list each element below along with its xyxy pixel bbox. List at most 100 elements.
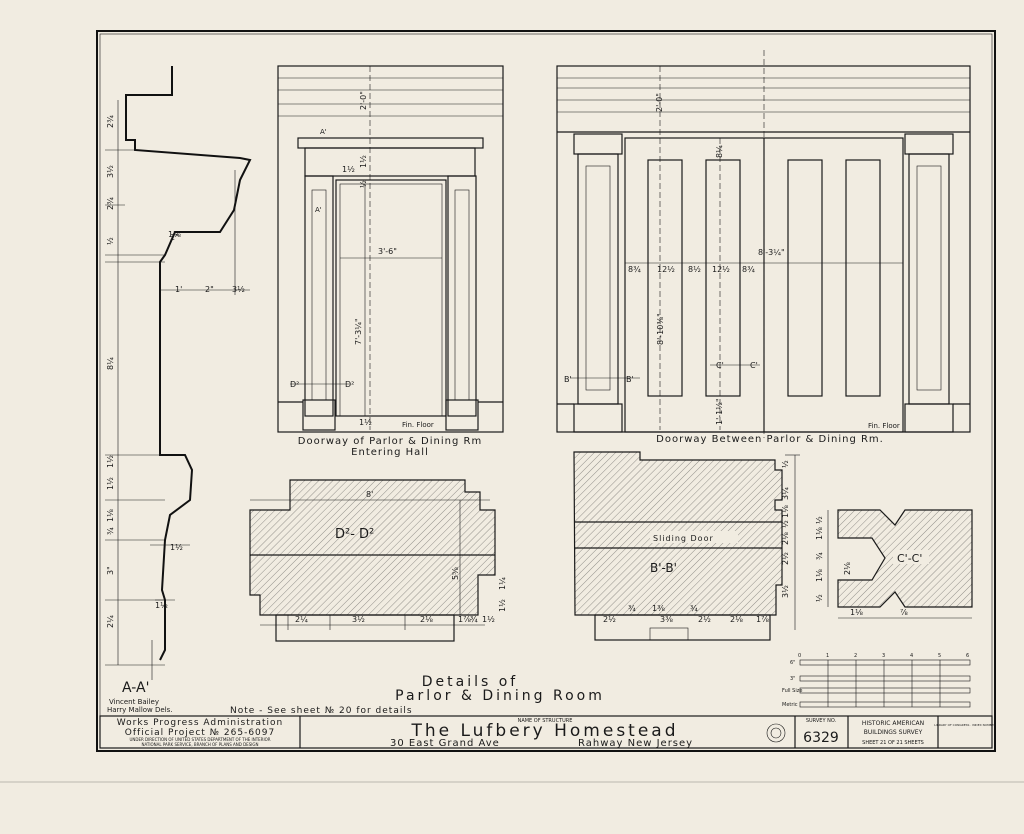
dim-label: 8¼	[715, 145, 724, 158]
dim-label: 1¼	[498, 577, 507, 590]
survey-no: 6329	[803, 730, 839, 746]
dim-label: 12½	[712, 265, 730, 274]
drawing-note: Note - See sheet № 20 for details	[230, 706, 413, 716]
dim-label: 2"	[170, 233, 179, 242]
under-direction-1: UNDER DIRECTION OF UNITED STATES DEPARTM…	[129, 737, 270, 742]
dim-label: 8¾	[742, 265, 755, 274]
delineator-2: Harry Mallow Dels.	[107, 706, 173, 714]
section-marker-d2-right: D²	[345, 380, 354, 389]
scale-tick: 5	[938, 653, 941, 659]
dim-label: 1½	[106, 455, 115, 468]
dim-label: 8'-10⅜"	[656, 313, 665, 345]
dim-label: 1⅞	[756, 615, 769, 624]
dim-label: 3½	[781, 585, 790, 598]
sliding-door-label: Sliding Door	[653, 534, 714, 543]
section-marker-c1-left: C'	[716, 361, 724, 370]
sheet-inner-border	[99, 33, 993, 749]
official-project: Official Project № 265-6097	[125, 728, 275, 738]
dim-label: ½	[781, 460, 790, 468]
dim-label: 1½	[359, 418, 372, 427]
section-b1-label: B'-B'	[650, 561, 677, 575]
scale-label-metric: Metric	[782, 702, 798, 708]
dim-label: 8¾	[628, 265, 641, 274]
dim-label: 2⅛	[730, 615, 743, 624]
dim-label: 1⅜	[652, 604, 665, 613]
dim-label: 1⅛	[850, 608, 863, 617]
dim-label: 1⅛	[815, 569, 824, 582]
dim-label: 1½	[106, 477, 115, 490]
section-c1-label: C'-C'	[897, 552, 922, 565]
drawing-title-line1: Details of	[422, 674, 518, 690]
dim-label: 8'-3¼"	[758, 248, 785, 257]
fin-floor-label: Fin. Floor	[402, 421, 434, 429]
dim-label: 2⅛	[843, 562, 852, 575]
dim-label: 3'-6"	[378, 247, 397, 256]
dim-label: 2⅛	[781, 532, 790, 545]
under-direction-2: NATIONAL PARK SERVICE, BRANCH OF PLANS A…	[141, 742, 258, 747]
delineator-1: Vincent Bailey	[109, 698, 159, 706]
section-marker-b1-right: B'	[626, 375, 634, 384]
doorway-parlor-caption: Doorway of Parlor & Dining Rm	[298, 436, 482, 447]
structure-name: The Lufbery Homestead	[410, 721, 678, 741]
doorway-between-caption: Doorway Between Parlor & Dining Rm.	[656, 434, 884, 445]
dim-label: ¾	[690, 604, 698, 613]
dim-label: ½	[106, 237, 115, 245]
dim-label: 2'-0"	[359, 91, 368, 110]
dim-label: 1½	[359, 155, 368, 168]
dim-label: ¾	[815, 552, 824, 560]
dim-label: 8'	[366, 490, 373, 499]
dim-label: 1⅛	[168, 230, 181, 239]
dim-label: 1½	[170, 543, 183, 552]
dim-label: 1⅛	[815, 527, 824, 540]
dim-label: 2½	[698, 615, 711, 624]
section-marker-a1: A'	[315, 206, 322, 214]
doorway-parlor-caption-2: Entering Hall	[351, 447, 429, 458]
dim-label: 7'-3¼"	[354, 318, 363, 345]
scale-label-6in: 6"	[790, 660, 795, 666]
dim-label: ½	[359, 180, 368, 188]
drawing-title-line2: Parlor & Dining Room	[395, 688, 605, 704]
dim-label: 2¼	[106, 615, 115, 628]
dim-label: 2⅛	[420, 615, 433, 624]
fin-floor-label-2: Fin. Floor	[868, 422, 900, 430]
dim-label: 3⅜	[660, 615, 673, 624]
dim-label: 3¼	[781, 487, 790, 500]
sliding-door-label-bg	[650, 531, 738, 543]
scale-tick: 6	[966, 653, 969, 659]
section-d2-plan	[249, 479, 496, 642]
doorway-parlor-elevation	[277, 65, 504, 433]
dim-label: 3½	[352, 615, 365, 624]
dim-label: 8½	[688, 265, 701, 274]
dim-label: 1⅛	[781, 505, 790, 518]
library-note: LIBRARY OF CONGRESS · INDEX NUMBER	[934, 723, 995, 727]
scale-tick: 2	[854, 653, 857, 659]
section-d2-dimensions: 8' 5⅝ 2¼ 3½ 2⅛ 1⅞ ¾ 1½ 1¼ 1½	[295, 490, 507, 624]
survey-no-label: SURVEY NO.	[806, 718, 837, 724]
dim-label: 1½	[342, 165, 355, 174]
section-marker-c1-right: C'	[750, 361, 758, 370]
dim-label: 3½	[232, 285, 245, 294]
dim-label: ½	[815, 594, 824, 602]
dim-label: 1½	[498, 599, 507, 612]
dim-label: 3½	[106, 165, 115, 178]
dim-label: 1⅞	[458, 615, 471, 624]
doorway-between-elevation	[556, 50, 971, 438]
dim-label: ¾	[106, 527, 115, 535]
section-d2-label: D²- D²	[335, 527, 374, 542]
dim-label: 5⅝	[451, 567, 460, 580]
dim-label: 2"	[205, 285, 214, 294]
title-block	[99, 715, 993, 749]
dim-label: ¾	[628, 604, 636, 613]
sheet-border	[96, 30, 996, 752]
section-b1-plan	[573, 451, 800, 641]
section-aa-profile	[105, 66, 252, 680]
habs-line1: HISTORIC AMERICAN	[862, 720, 924, 727]
interior-dept-seal	[766, 723, 786, 743]
graphic-scales: 6" 3" Full Size Metric 0 1 2 3 4 5 6	[782, 653, 971, 708]
dim-label: ¾	[470, 615, 478, 624]
dim-label: 1⅛	[106, 509, 115, 522]
section-b1-dimensions: 2½ ¾ 1⅜ 3⅜ 2½ 2⅛ ¾ 1⅞ ½ 3¼ 1⅛ ½ 2⅛ 2½ 3½	[603, 460, 790, 624]
section-aa-dimensions: 2¾ 3½ 2¾ ½ 1' 2" 2" 3½ 8¼ 1½ 1½ 1⅛ ¾ 1½ …	[106, 115, 245, 628]
dim-label: 12½	[657, 265, 675, 274]
